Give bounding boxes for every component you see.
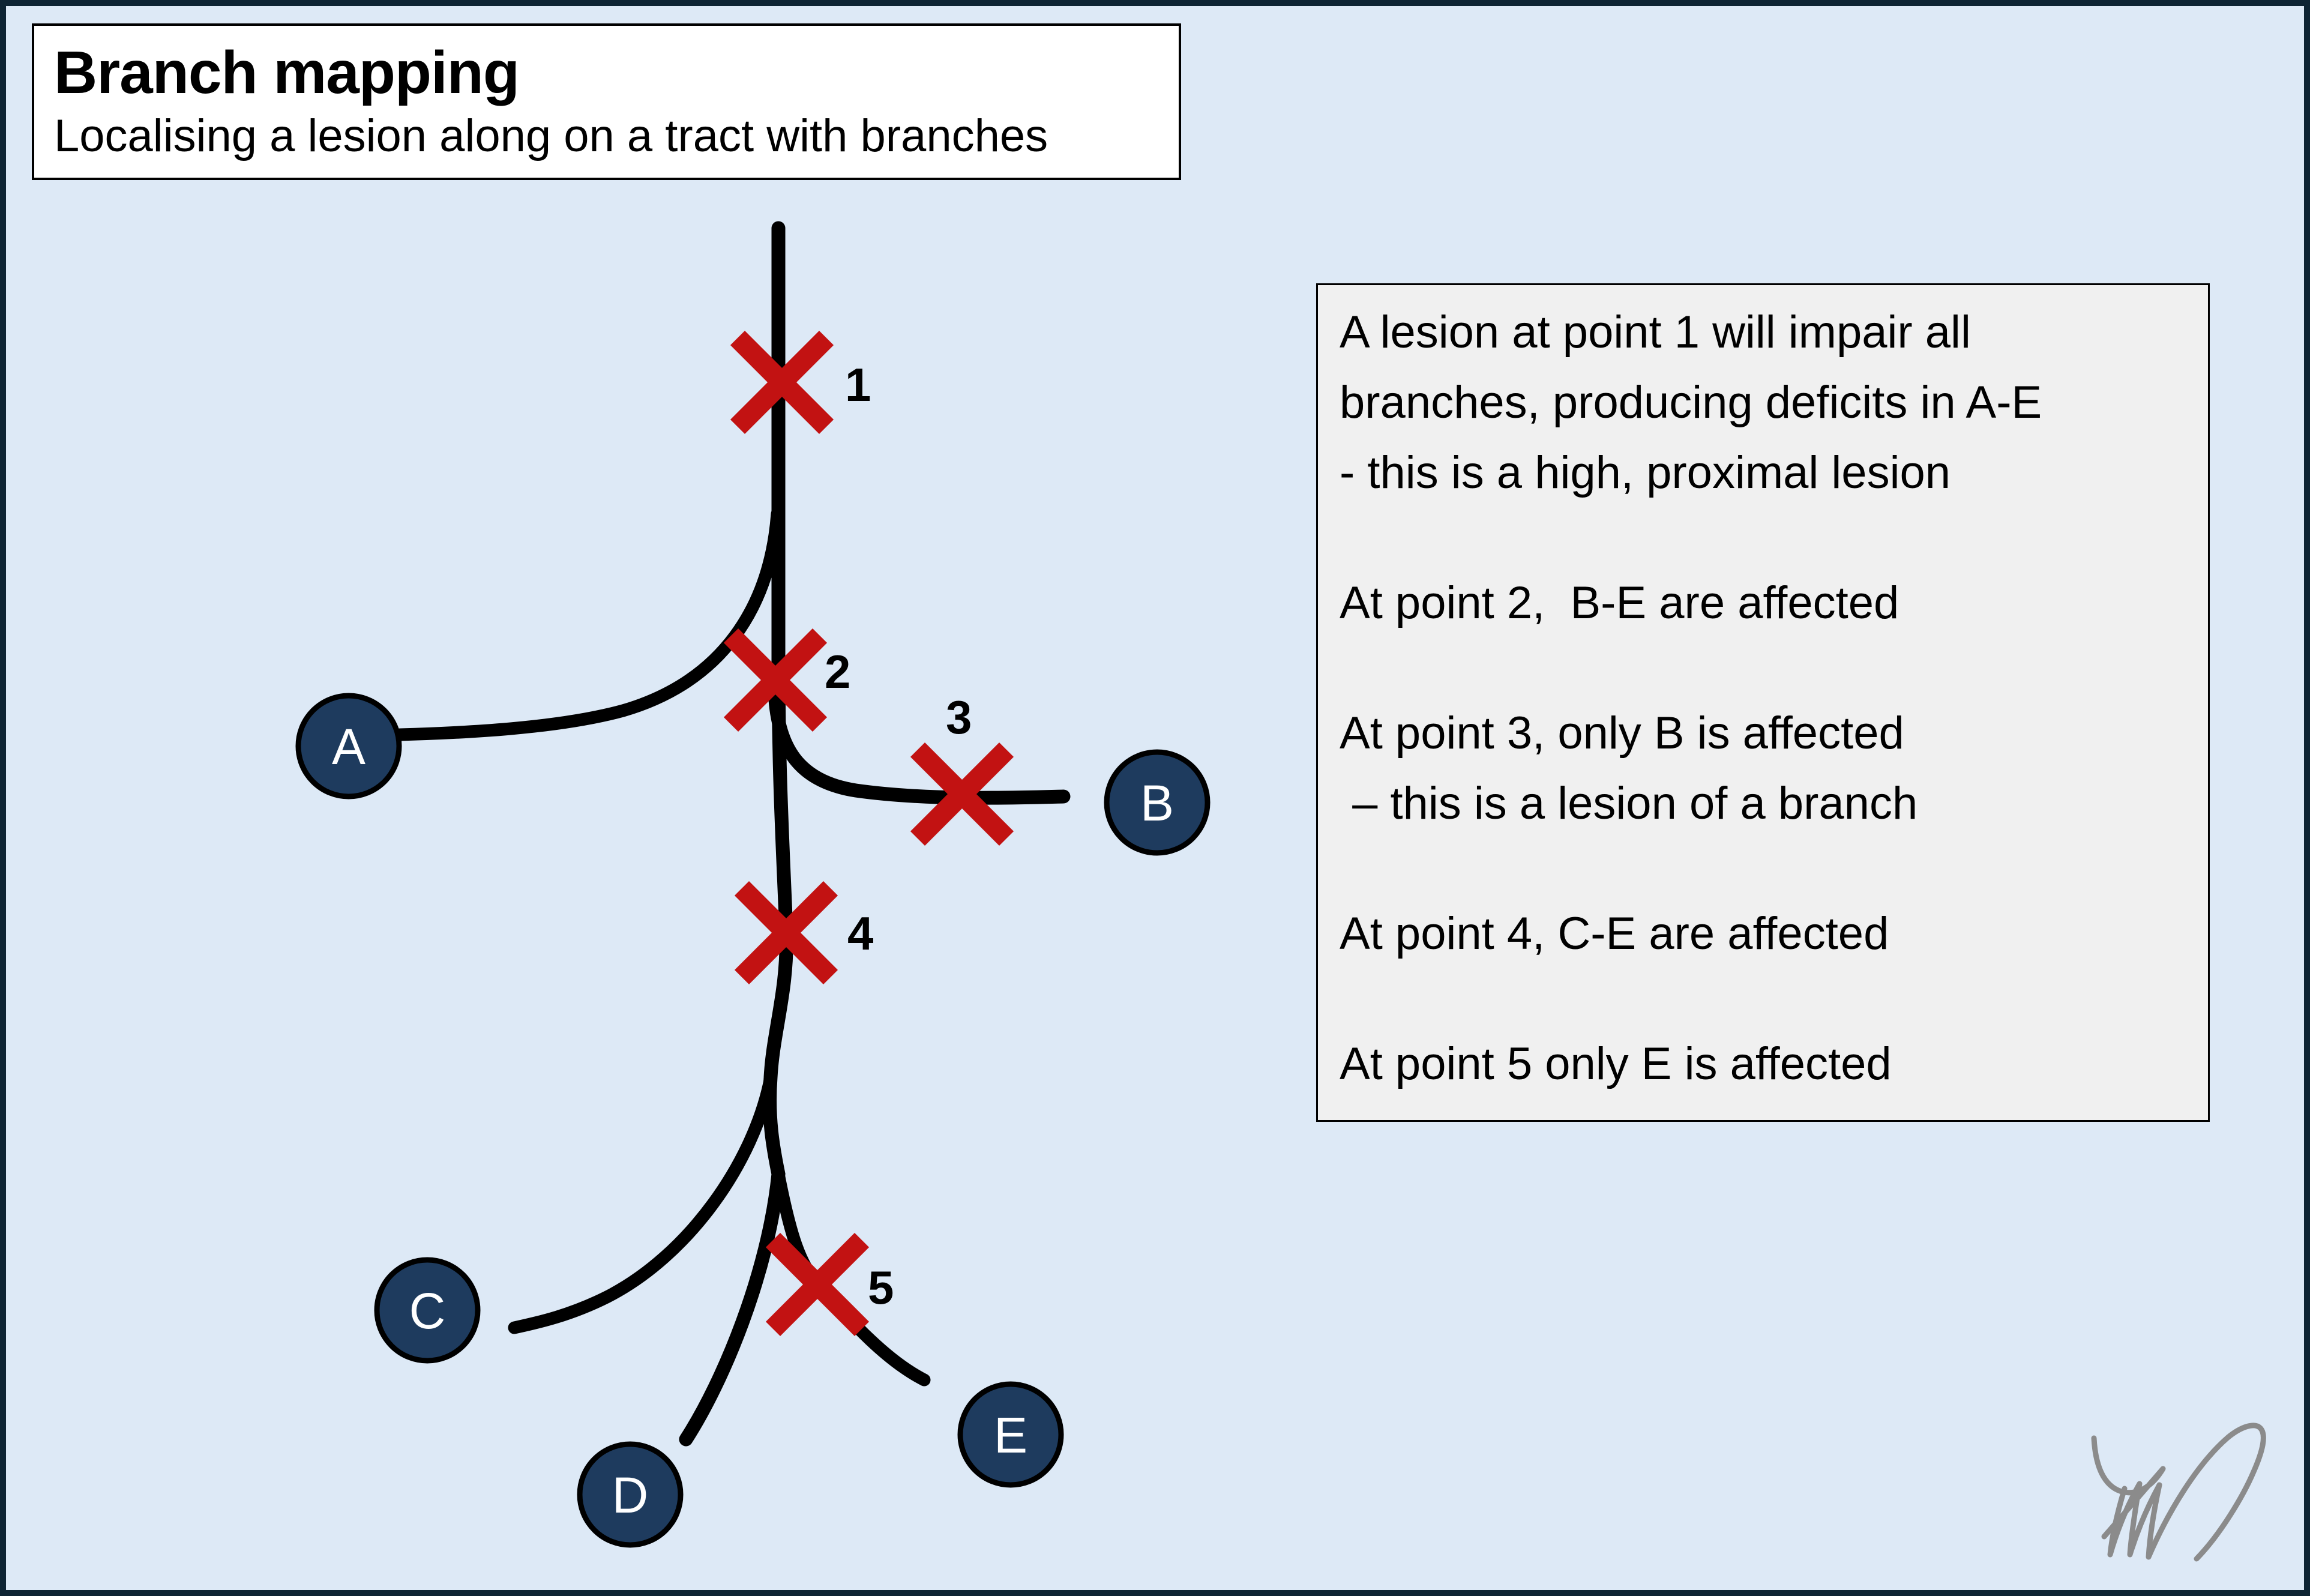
node-a-label: A (332, 718, 365, 775)
note-paragraph-point-5: At point 5 only E is affected (1340, 1038, 1892, 1089)
note-paragraph-point-2: At point 2, B-E are affected (1340, 577, 1899, 628)
branch-c-line (508, 1071, 777, 1334)
lesion-label-5: 5 (868, 1261, 894, 1314)
node-b-circle (1104, 749, 1211, 856)
lesion-x-icon-4 (734, 881, 838, 985)
lesion-label-3: 3 (946, 691, 972, 744)
node-a-circle (295, 693, 402, 800)
page-subtitle: Localising a lesion along on a tract wit… (54, 110, 1048, 161)
lesion-x-icon-2 (723, 628, 828, 732)
signature-scribble (2091, 1423, 2266, 1562)
note-paragraph-point-3: At point 3, only B is affected – this is… (1340, 708, 1918, 829)
node-d-label: D (612, 1467, 649, 1523)
notes-box: A lesion at point 1 will impair all bran… (1316, 283, 2210, 1122)
lesion-label-2: 2 (825, 645, 850, 698)
tract-trunk-line (679, 221, 793, 1447)
branch-b-line (768, 693, 1071, 805)
lesion-x-icon-1 (730, 330, 834, 435)
title-box: Branch mapping Localising a lesion along… (32, 23, 1181, 180)
branch-a-line (393, 507, 784, 741)
node-d-circle (577, 1441, 684, 1548)
node-c-label: C (409, 1283, 446, 1339)
lesion-x-icon-5 (765, 1232, 870, 1337)
node-e-label: E (994, 1407, 1027, 1463)
node-c-circle (374, 1257, 481, 1364)
lesion-x-icon-3 (910, 742, 1014, 846)
node-b-label: B (1140, 775, 1174, 831)
node-e-circle (957, 1381, 1064, 1488)
lesion-label-1: 1 (845, 358, 871, 411)
lesion-label-4: 4 (847, 907, 873, 960)
page-title: Branch mapping (54, 39, 520, 106)
note-paragraph-point-4: At point 4, C-E are affected (1340, 908, 1889, 959)
note-paragraph-point-1: A lesion at point 1 will impair all bran… (1340, 307, 2042, 498)
